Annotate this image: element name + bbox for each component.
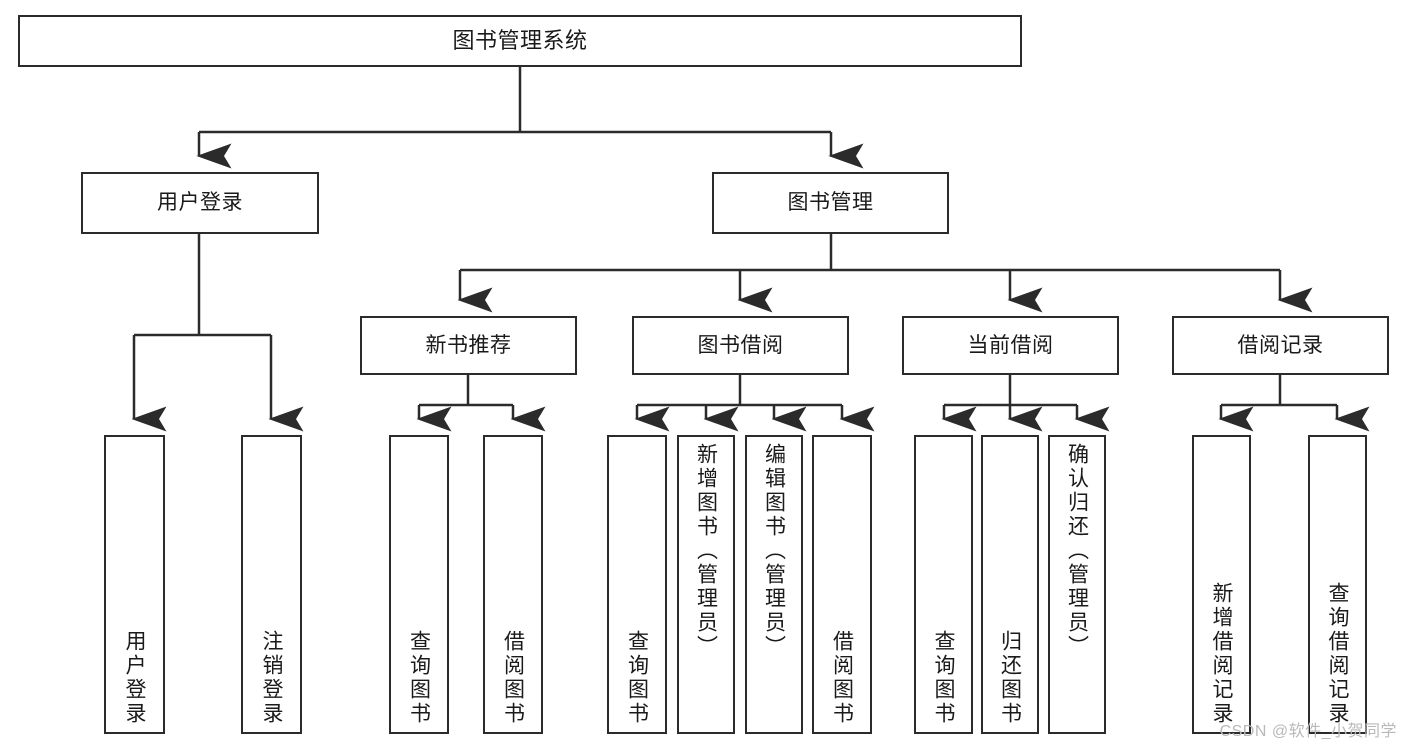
node-label: 注销登录 (260, 630, 283, 726)
node-label: 当前借阅 (967, 333, 1054, 357)
node-label: 借阅图书 (501, 630, 525, 726)
node-book-borrow[interactable]: 图书借阅 (632, 316, 849, 375)
leaf-query-book-current[interactable]: 查询图书 (914, 435, 973, 734)
leaf-query-book-new[interactable]: 查询图书 (389, 435, 449, 734)
node-user-login[interactable]: 用户登录 (81, 172, 319, 234)
node-label: 用户登录 (157, 191, 243, 215)
leaf-borrow-book-new[interactable]: 借阅图书 (483, 435, 543, 734)
node-label: 借阅记录 (1237, 333, 1324, 357)
node-label: 新增借阅记录 (1210, 582, 1233, 726)
leaf-user-login[interactable]: 用户登录 (104, 435, 165, 734)
node-root[interactable]: 图书管理系统 (18, 15, 1022, 67)
node-borrow-records[interactable]: 借阅记录 (1172, 316, 1389, 375)
watermark: CSDN @软件_小贺同学 (1219, 723, 1397, 740)
leaf-query-borrow-record[interactable]: 查询借阅记录 (1308, 435, 1367, 734)
leaf-edit-book-admin[interactable]: 编辑图书（管理员） (745, 435, 803, 734)
leaf-add-borrow-record[interactable]: 新增借阅记录 (1192, 435, 1251, 734)
node-label: 查询借阅记录 (1326, 582, 1349, 726)
node-label: 编辑图书（管理员） (762, 443, 786, 659)
node-label: 确认归还（管理员） (1065, 443, 1089, 659)
node-label: 查询图书 (932, 630, 955, 726)
leaf-return-book[interactable]: 归还图书 (981, 435, 1039, 734)
node-book-management[interactable]: 图书管理 (712, 172, 949, 234)
node-label: 图书管理 (787, 191, 874, 215)
node-new-book-recommend[interactable]: 新书推荐 (360, 316, 577, 375)
node-current-borrow[interactable]: 当前借阅 (902, 316, 1119, 375)
leaf-query-book-borrow[interactable]: 查询图书 (607, 435, 667, 734)
node-label: 借阅图书 (830, 630, 854, 726)
leaf-borrow-book[interactable]: 借阅图书 (812, 435, 872, 734)
node-label: 图书借阅 (697, 333, 784, 357)
node-label: 查询图书 (407, 630, 431, 726)
node-label: 图书管理系统 (452, 27, 588, 53)
node-label: 用户登录 (123, 630, 146, 726)
leaf-confirm-return-admin[interactable]: 确认归还（管理员） (1048, 435, 1106, 734)
node-label: 新书推荐 (425, 333, 512, 357)
node-label: 归还图书 (998, 630, 1022, 726)
node-label: 新增图书（管理员） (694, 443, 718, 659)
leaf-logout[interactable]: 注销登录 (241, 435, 302, 734)
node-label: 查询图书 (625, 630, 649, 726)
leaf-add-book-admin[interactable]: 新增图书（管理员） (677, 435, 735, 734)
